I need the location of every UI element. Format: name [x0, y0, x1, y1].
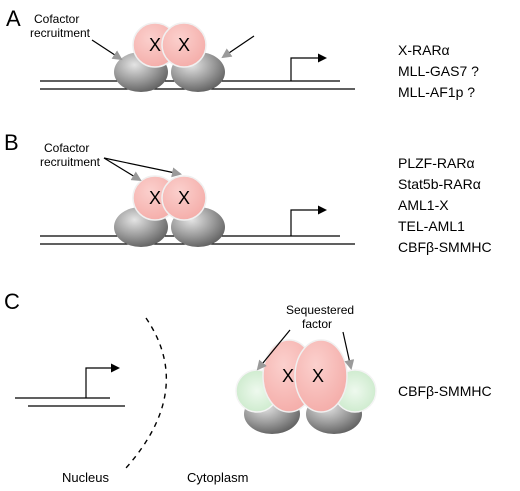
fusion-label: TEL-AML1 [398, 218, 465, 234]
nucleus-label: Nucleus [62, 470, 109, 485]
callout-cofactor-b-line2: recruitment [40, 155, 101, 169]
panel-letter-b: B [4, 130, 19, 155]
callout-cofactor-a-line1: Cofactor [34, 12, 79, 26]
cofactor-arrow-icon [221, 35, 255, 59]
dimer-label-right: X [178, 188, 190, 208]
fusion-label: MLL-AF1p ? [398, 84, 475, 100]
cytoplasm-label: Cytoplasm [187, 470, 248, 485]
fusion-label: Stat5b-RARα [398, 176, 481, 192]
callout-sequestered-line1: Sequestered [286, 303, 354, 317]
fusion-label: MLL-GAS7 ? [398, 63, 479, 79]
fusion-label: PLZF-RARα [398, 155, 475, 171]
promoter-arrow-icon [290, 205, 327, 236]
dimer-label-right: X [178, 35, 190, 55]
fusion-label: CBFβ-SMMHC [398, 383, 492, 399]
fusion-label: X-RARα [398, 42, 450, 58]
panel-letter-c: C [4, 289, 20, 314]
sequestered-arrow-icon [342, 331, 355, 370]
cofactor-arrow-icon [103, 157, 182, 178]
cofactor-arrow-icon [103, 157, 142, 182]
panel-b: B Cofactor recruitment X X PLZF-RARα Sta… [4, 130, 492, 255]
nuclear-membrane [125, 317, 168, 469]
fusion-label: AML1-X [398, 197, 449, 213]
sequestered-arrow-icon [256, 329, 291, 371]
dimer-icon [161, 175, 207, 221]
callout-cofactor-a-line2: recruitment [30, 26, 91, 40]
promoter-arrow-icon [85, 363, 120, 398]
dimer-label-left: X [149, 35, 161, 55]
fusion-label: CBFβ-SMMHC [398, 239, 492, 255]
cofactor-arrow-icon [91, 39, 123, 61]
dimer-label-right: X [312, 366, 324, 386]
callout-cofactor-b-line1: Cofactor [44, 141, 89, 155]
dimer-icon [161, 22, 207, 68]
dimer-label-left: X [282, 366, 294, 386]
promoter-arrow-icon [290, 53, 327, 81]
callout-sequestered-line2: factor [302, 317, 332, 331]
panel-a: A Cofactor recruitment X X X-RARα MLL-GA… [6, 6, 479, 100]
panel-c: C Nucleus Cytoplasm X X Sequestered fact… [4, 289, 492, 485]
panel-letter-a: A [6, 6, 21, 31]
dimer-label-left: X [149, 188, 161, 208]
dimer-icon [294, 339, 348, 413]
